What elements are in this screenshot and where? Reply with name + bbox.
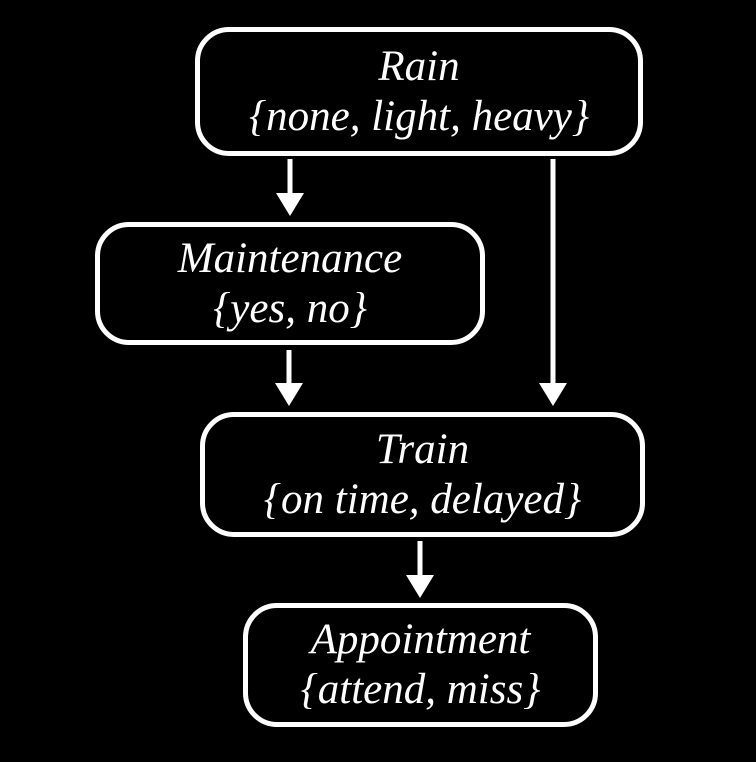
node-train: Train {on time, delayed} <box>200 412 645 537</box>
node-maintenance: Maintenance {yes, no} <box>95 222 485 345</box>
edge-rain-to-maintenance-arrow <box>276 159 304 216</box>
node-rain: Rain {none, light, heavy} <box>195 27 643 156</box>
node-maintenance-domain: {yes, no} <box>213 284 367 332</box>
node-rain-label: Rain <box>378 42 460 90</box>
node-rain-domain: {none, light, heavy} <box>248 92 590 140</box>
node-train-domain: {on time, delayed} <box>263 475 582 523</box>
node-appointment-domain: {attend, miss} <box>300 666 541 713</box>
edge-train-to-appointment-arrow <box>406 541 434 598</box>
node-appointment: Appointment {attend, miss} <box>243 603 598 727</box>
node-maintenance-label: Maintenance <box>177 234 403 282</box>
node-appointment-label: Appointment <box>310 616 531 664</box>
node-train-label: Train <box>375 425 470 473</box>
edge-rain-to-train-arrow <box>539 159 567 406</box>
edge-maintenance-to-train-arrow <box>275 350 303 406</box>
